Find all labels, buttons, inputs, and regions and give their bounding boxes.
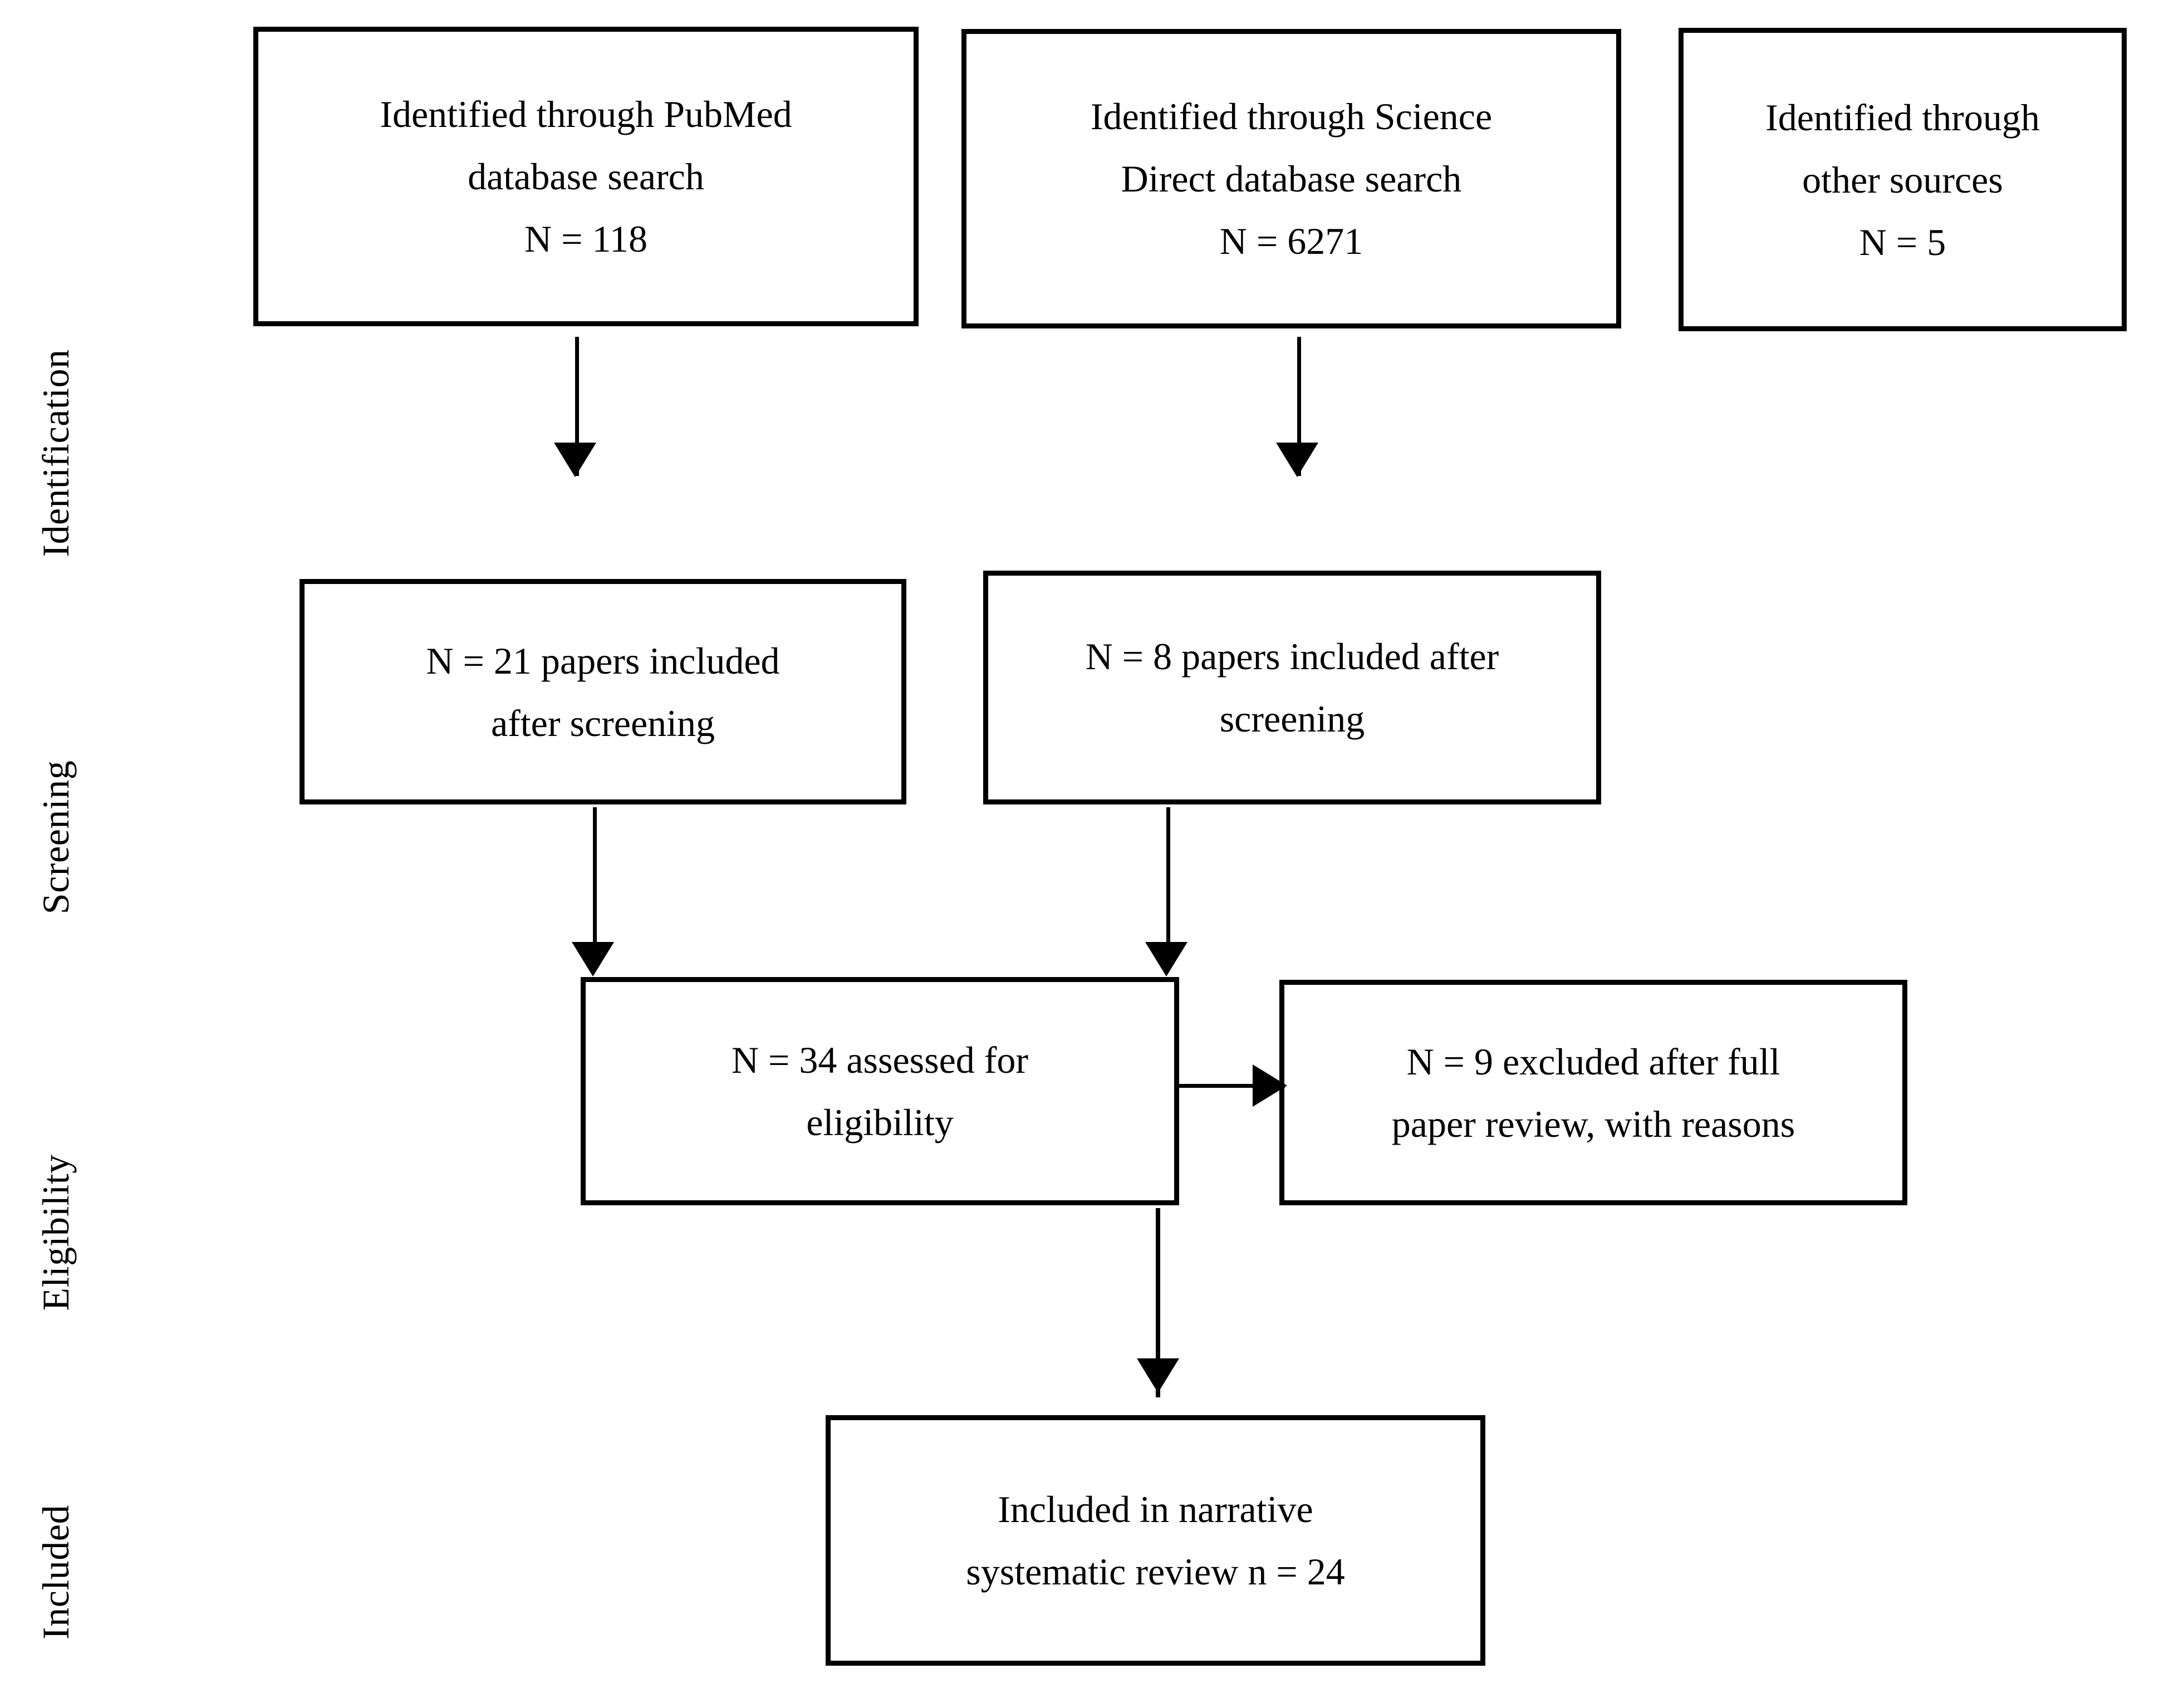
stage-label-identification-text: Identification (35, 349, 77, 557)
box-excluded-full-review: N = 9 excluded after full paper review, … (1279, 980, 1907, 1205)
stage-label-eligibility: Eligibility (35, 1066, 77, 1400)
box-other-sources: Identified through other sources N = 5 (1679, 28, 2127, 331)
stage-label-screening-text: Screening (35, 760, 77, 915)
box-other-sources-line-1: Identified through (1765, 96, 2040, 139)
connector-sciencedirect-screened-to-eligibility-arrowhead (1145, 942, 1187, 976)
connector-pubmed-to-screened-arrowhead (554, 443, 596, 477)
box-sciencedirect-source-line-2: Direct database search (1121, 158, 1462, 200)
box-sciencedirect-screened: N = 8 papers included after screening (983, 571, 1601, 804)
box-sciencedirect-screened-line-1: N = 8 papers included after (1085, 635, 1499, 678)
box-included-final-line-2: systematic review n = 24 (966, 1550, 1345, 1593)
box-other-sources-line-2: other sources (1802, 158, 2003, 201)
box-pubmed-source-line-2: database search (468, 155, 704, 198)
box-sciencedirect-screened-line-2: screening (1219, 698, 1365, 740)
stage-label-included-text: Included (35, 1505, 77, 1640)
stage-label-identification: Identification (35, 286, 77, 620)
box-sciencedirect-source: Identified through Science Direct databa… (961, 29, 1621, 328)
box-pubmed-screened: N = 21 papers included after screening (300, 579, 906, 804)
connector-eligibility-to-included-arrowhead (1137, 1358, 1179, 1393)
box-excluded-full-review-line-2: paper review, with reasons (1391, 1102, 1795, 1145)
box-assessed-eligibility-line-2: eligibility (806, 1101, 954, 1143)
box-included-final-line-1: Included in narrative (998, 1488, 1313, 1530)
stage-label-screening: Screening (35, 670, 77, 1004)
connector-pubmed-to-screened-line (575, 337, 579, 476)
connector-eligibility-to-excluded-arrowhead (1253, 1064, 1287, 1107)
box-included-final: Included in narrative systematic review … (826, 1415, 1485, 1666)
box-excluded-full-review-line-1: N = 9 excluded after full (1406, 1040, 1780, 1083)
connector-eligibility-to-excluded-line (1179, 1084, 1285, 1088)
connector-sciencedirect-to-screened-arrowhead (1276, 443, 1318, 477)
connector-sciencedirect-screened-to-eligibility-line (1166, 807, 1170, 969)
box-assessed-eligibility-line-1: N = 34 assessed for (731, 1039, 1029, 1081)
box-pubmed-screened-line-1: N = 21 papers included (426, 639, 780, 682)
stage-label-eligibility-text: Eligibility (35, 1154, 77, 1311)
stage-label-included: Included (35, 1405, 77, 1708)
box-sciencedirect-source-line-1: Identified through Science (1090, 95, 1493, 138)
box-sciencedirect-source-line-3: N = 6271 (1219, 220, 1363, 262)
connector-pubmed-screened-to-eligibility-line (593, 807, 597, 969)
connector-eligibility-to-included-line (1156, 1208, 1160, 1397)
connector-pubmed-screened-to-eligibility-arrowhead (572, 942, 614, 976)
box-pubmed-source: Identified through PubMed database searc… (253, 27, 919, 326)
connector-sciencedirect-to-screened-line (1297, 337, 1301, 476)
box-pubmed-source-line-1: Identified through PubMed (380, 93, 792, 135)
box-assessed-eligibility: N = 34 assessed for eligibility (581, 977, 1179, 1205)
box-other-sources-line-3: N = 5 (1859, 220, 1946, 263)
box-pubmed-source-line-3: N = 118 (524, 218, 647, 260)
box-pubmed-screened-line-2: after screening (490, 701, 715, 744)
